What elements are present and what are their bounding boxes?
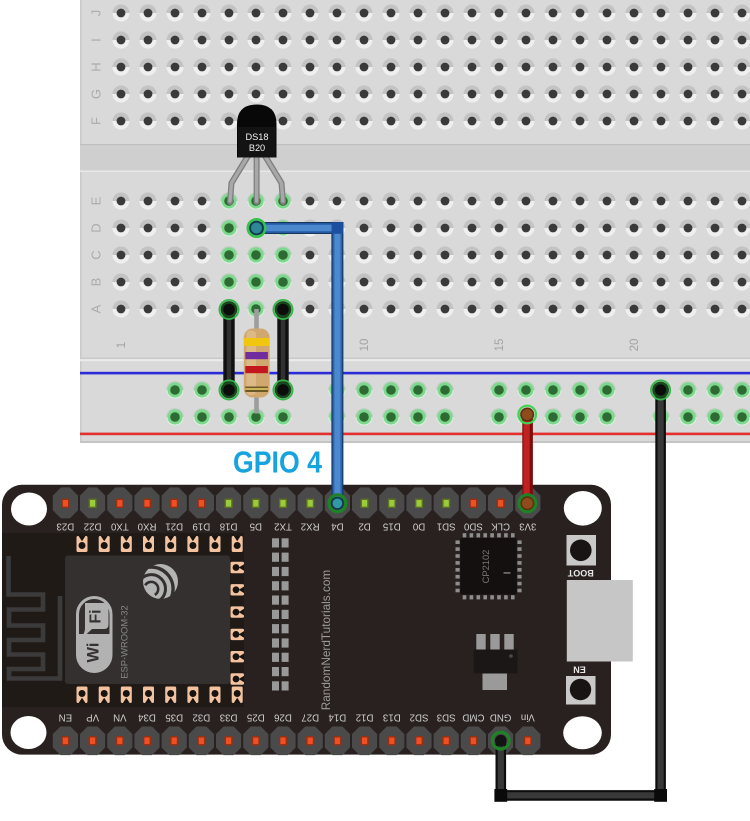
svg-text:RX0: RX0 xyxy=(137,520,156,531)
svg-text:D25: D25 xyxy=(247,711,265,722)
svg-text:VN: VN xyxy=(113,711,126,722)
svg-text:TX2: TX2 xyxy=(274,520,292,531)
svg-text:ESP-WROOM-32: ESP-WROOM-32 xyxy=(119,605,130,678)
svg-text:CP2102: CP2102 xyxy=(481,550,491,584)
svg-text:DS18: DS18 xyxy=(246,132,269,142)
svg-text:D27: D27 xyxy=(301,711,319,722)
svg-text:GND: GND xyxy=(490,711,512,722)
svg-text:D14: D14 xyxy=(328,711,346,722)
svg-text:EN: EN xyxy=(59,711,72,722)
svg-text:A: A xyxy=(89,304,104,313)
svg-text:15: 15 xyxy=(494,339,506,352)
svg-text:D13: D13 xyxy=(383,711,401,722)
svg-text:D18: D18 xyxy=(220,520,238,531)
svg-text:D0: D0 xyxy=(412,520,425,531)
svg-text:SD1: SD1 xyxy=(437,520,456,531)
svg-text:D2: D2 xyxy=(358,520,370,531)
svg-text:D19: D19 xyxy=(193,520,211,531)
svg-text:VP: VP xyxy=(86,711,99,722)
svg-text:B: B xyxy=(89,278,104,287)
svg-text:10: 10 xyxy=(359,339,371,352)
svg-text:BOOT: BOOT xyxy=(567,568,594,578)
svg-text:CLK: CLK xyxy=(491,520,510,531)
svg-text:Vin: Vin xyxy=(521,711,535,722)
svg-text:D5: D5 xyxy=(250,520,262,531)
svg-text:G: G xyxy=(89,89,104,99)
svg-text:J: J xyxy=(89,10,104,17)
svg-text:RX2: RX2 xyxy=(301,520,320,531)
svg-text:D32: D32 xyxy=(193,711,211,722)
svg-text:I: I xyxy=(89,38,104,42)
svg-text:D34: D34 xyxy=(138,711,156,722)
svg-text:F: F xyxy=(89,117,104,125)
svg-text:SD0: SD0 xyxy=(463,520,482,531)
svg-text:Fi: Fi xyxy=(88,609,105,623)
svg-text:RandomNerdTutorials.com: RandomNerdTutorials.com xyxy=(319,570,333,711)
svg-text:Wi: Wi xyxy=(85,642,103,662)
svg-text:C: C xyxy=(89,250,104,259)
svg-text:D26: D26 xyxy=(274,711,292,722)
svg-text:D4: D4 xyxy=(331,520,344,531)
svg-text:D12: D12 xyxy=(356,711,374,722)
svg-text:D35: D35 xyxy=(165,711,183,722)
svg-text:3V3: 3V3 xyxy=(519,520,536,531)
svg-text:D: D xyxy=(89,223,104,232)
svg-text:SD2: SD2 xyxy=(410,711,429,722)
svg-text:D21: D21 xyxy=(165,520,183,531)
svg-text:D33: D33 xyxy=(220,711,238,722)
svg-text:EN: EN xyxy=(573,665,586,675)
svg-text:D22: D22 xyxy=(84,520,102,531)
svg-text:E: E xyxy=(89,196,104,205)
svg-text:H: H xyxy=(89,62,104,71)
svg-text:B20: B20 xyxy=(249,143,265,153)
svg-text:CMD: CMD xyxy=(462,711,484,722)
svg-text:SD3: SD3 xyxy=(437,711,456,722)
svg-text:20: 20 xyxy=(629,339,641,352)
svg-text:D15: D15 xyxy=(383,520,401,531)
svg-text:1: 1 xyxy=(116,342,128,348)
svg-text:D23: D23 xyxy=(57,520,75,531)
svg-text:GPIO 4: GPIO 4 xyxy=(233,445,323,480)
svg-text:TX0: TX0 xyxy=(110,520,128,531)
